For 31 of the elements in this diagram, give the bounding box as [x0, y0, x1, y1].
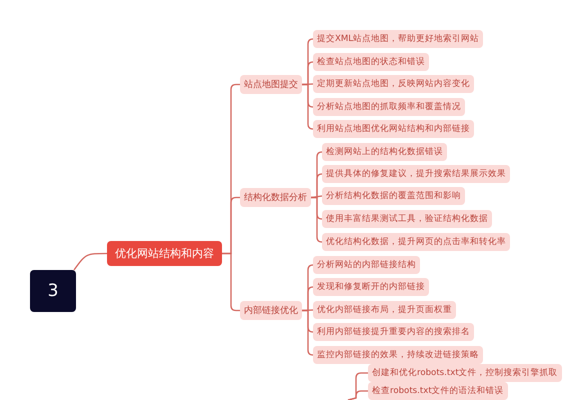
- connector-line: [73, 252, 107, 270]
- item-box: 检查robots.txt文件的语法和错误: [368, 382, 508, 400]
- number-box: 3: [30, 270, 76, 312]
- item-box: 创建和优化robots.txt文件，控制搜索引擎抓取: [368, 364, 562, 382]
- connector-line: [222, 252, 240, 312]
- item-box: 使用丰富结果测试工具，验证结构化数据: [322, 210, 492, 228]
- item-box: 提供具体的修复建议，提升搜索结果展示效果: [322, 165, 510, 183]
- item-box: 检测网站上的结构化数据错误: [322, 143, 447, 161]
- item-box: 定期更新站点地图，反映网站内容变化: [313, 75, 474, 93]
- subtopic-box: 结构化数据分析: [240, 188, 311, 206]
- item-box: 分析站点地图的抓取频率和覆盖情况: [313, 98, 465, 116]
- topic-box: 优化网站结构和内容: [107, 240, 222, 266]
- item-box: 发现和修复断开的内部链接: [313, 278, 429, 296]
- item-box: 分析网站的内部链接结构: [313, 256, 420, 274]
- subtopic-box: 内部链接优化: [240, 300, 302, 320]
- subtopic-box: 站点地图提交: [240, 74, 302, 94]
- connector-line: [310, 195, 322, 198]
- item-box: 检查站点地图的状态和错误: [313, 53, 429, 71]
- item-box: 提交XML站点地图，帮助更好地索引网站: [313, 30, 484, 48]
- item-box: 利用站点地图优化网站结构和内部链接: [313, 120, 474, 138]
- connector-line: [302, 83, 314, 86]
- item-box: 优化内部链接布局，提升页面权重: [313, 301, 456, 319]
- item-box: 监控内部链接的效果，持续改进链接策略: [313, 346, 483, 364]
- connector-line: [348, 390, 368, 400]
- connector-line: [302, 84, 314, 130]
- connector-line: [302, 310, 314, 356]
- item-box: 利用内部链接提升重要内容的搜索排名: [313, 323, 474, 341]
- item-box: 分析结构化数据的覆盖范围和影响: [322, 187, 465, 205]
- connector-line: [311, 196, 323, 243]
- item-box: 优化结构化数据，提升网页的点击率和转化率: [322, 233, 510, 251]
- connector-line: [302, 309, 314, 312]
